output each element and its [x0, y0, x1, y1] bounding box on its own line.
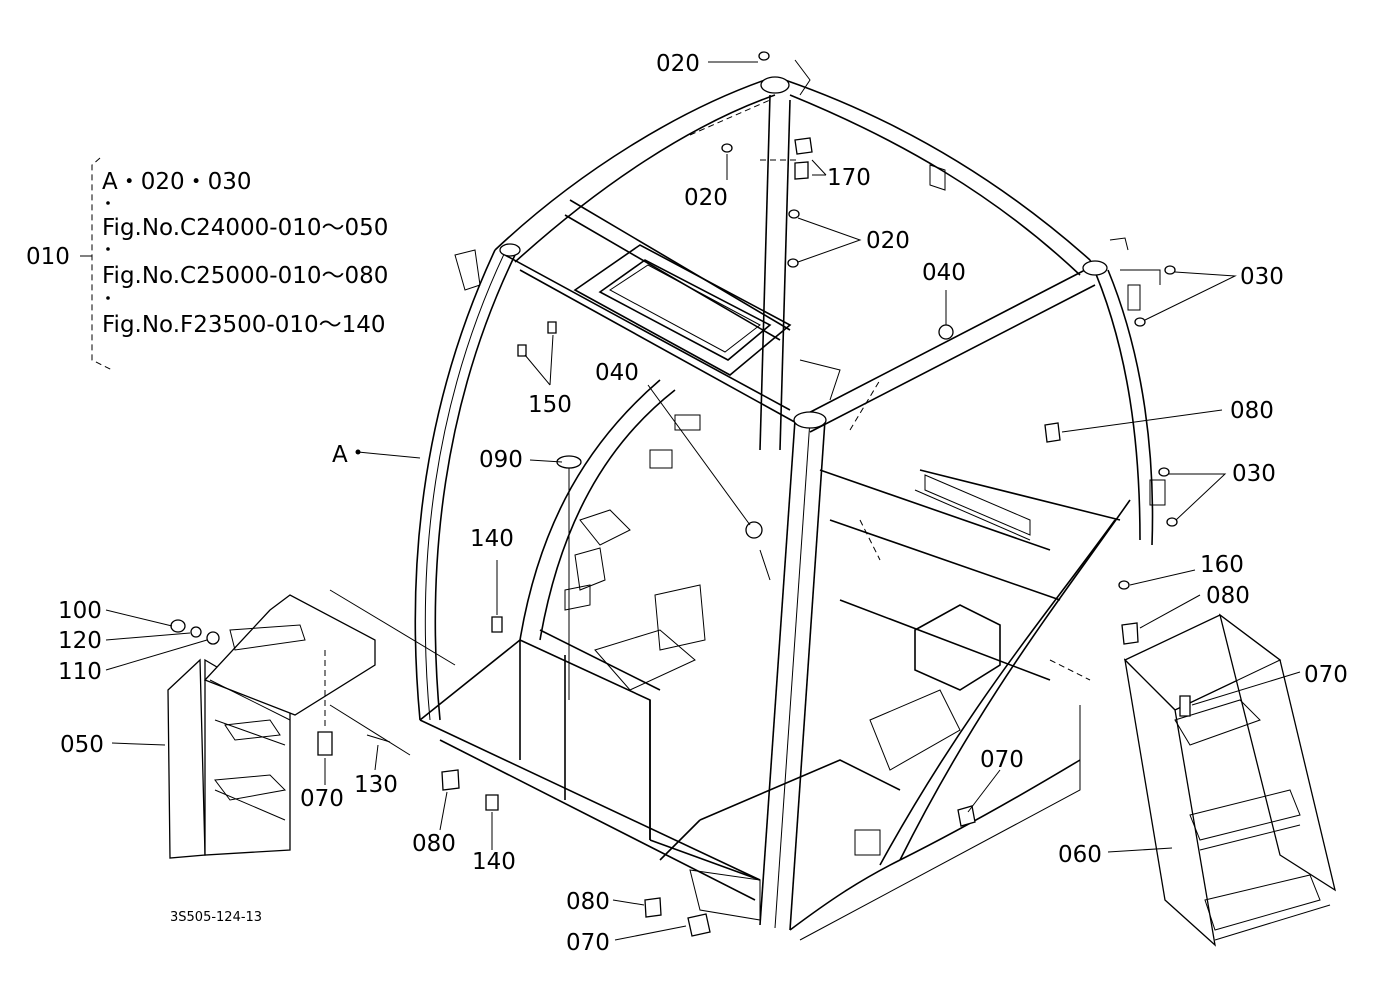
label-080: 080	[566, 889, 610, 915]
label-080: 080	[412, 831, 456, 857]
label-030: 030	[1240, 264, 1284, 290]
label-120: 120	[58, 628, 102, 654]
label-040: 040	[595, 360, 639, 386]
label-020: 020	[866, 228, 910, 254]
label-160: 160	[1200, 552, 1244, 578]
label-140: 140	[472, 849, 516, 875]
label-080: 080	[1230, 398, 1274, 424]
cab-frame	[329, 59, 1166, 941]
reference-line-4: Fig.No.F23500-010～140	[102, 312, 386, 338]
bullet-dot	[106, 247, 110, 251]
marker-dot	[355, 449, 361, 455]
left-step-assembly	[167, 594, 391, 859]
label-020: 020	[684, 185, 728, 211]
label-170: 170	[827, 165, 871, 191]
part-labels: 020 020 020 170 030 030 040 040 150 A 09…	[58, 51, 1348, 956]
label-040: 040	[922, 260, 966, 286]
label-070: 070	[980, 747, 1024, 773]
label-050: 050	[60, 732, 104, 758]
label-A: A	[332, 442, 348, 468]
reference-line-2: Fig.No.C24000-010～050	[102, 215, 388, 241]
label-100: 100	[58, 598, 102, 624]
label-140: 140	[470, 526, 514, 552]
label-060: 060	[1058, 842, 1102, 868]
label-090: 090	[479, 447, 523, 473]
label-110: 110	[58, 659, 102, 685]
label-010: 010	[26, 244, 70, 270]
label-030: 030	[1232, 461, 1276, 487]
leader-lines	[80, 61, 1301, 941]
label-080: 080	[1206, 583, 1250, 609]
bullet-dot	[106, 296, 110, 300]
reference-line-3: Fig.No.C25000-010～080	[102, 263, 388, 289]
drawing-code: 3S505-124-13	[170, 910, 262, 925]
label-130: 130	[354, 772, 398, 798]
label-070: 070	[300, 786, 344, 812]
reference-note: 010 A・020・030 Fig.No.C24000-010～050 Fig.…	[26, 169, 388, 338]
right-step-assembly	[1123, 613, 1337, 947]
reference-line-1: A・020・030	[102, 169, 252, 195]
small-parts	[441, 51, 1178, 937]
label-020: 020	[656, 51, 700, 77]
bullet-dot	[106, 201, 110, 205]
label-070: 070	[566, 930, 610, 956]
label-070: 070	[1304, 662, 1348, 688]
label-150: 150	[528, 392, 572, 418]
